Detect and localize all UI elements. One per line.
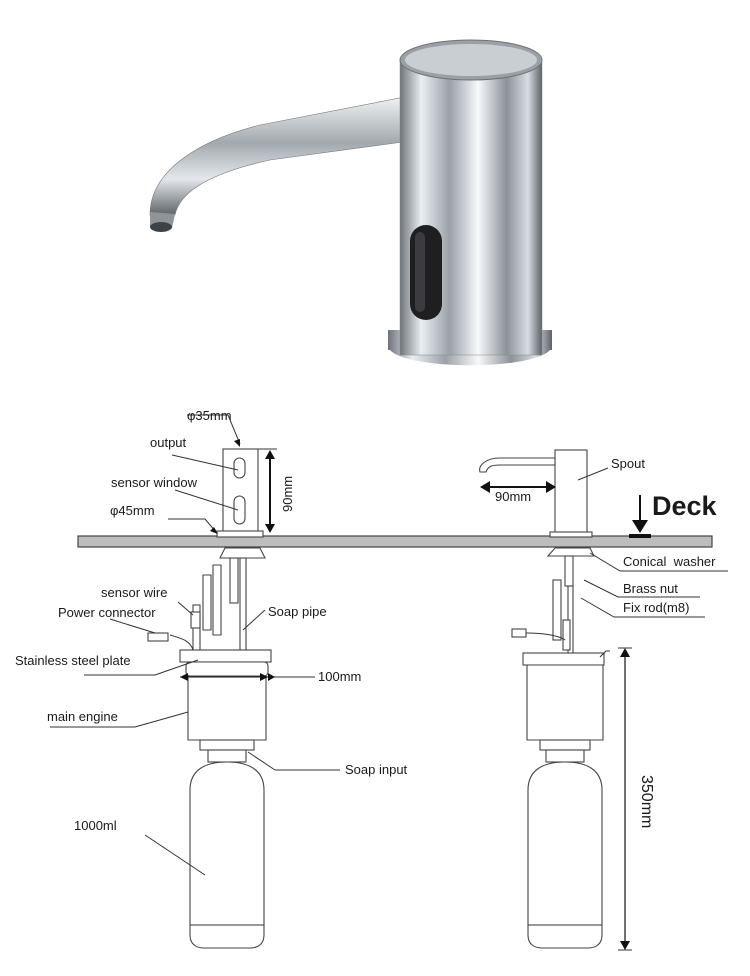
label-deck: Deck bbox=[652, 491, 718, 521]
label-steel-plate: Stainless steel plate bbox=[15, 653, 131, 668]
label-sensor-window: sensor window bbox=[111, 475, 198, 490]
label-bottle: 1000ml bbox=[74, 818, 117, 833]
left-dimensions bbox=[50, 414, 340, 876]
right-under-deck bbox=[511, 547, 610, 949]
deck-plate bbox=[77, 535, 713, 548]
label-output: output bbox=[150, 435, 187, 450]
label-diameter-base: φ45mm bbox=[110, 503, 155, 518]
label-height: 90mm bbox=[280, 476, 295, 512]
label-power-connector: Power connector bbox=[58, 605, 156, 620]
label-soap-pipe: Soap pipe bbox=[268, 604, 327, 619]
label-reach: 90mm bbox=[495, 489, 531, 504]
label-width: 100mm bbox=[318, 669, 361, 684]
label-soap-input: Soap input bbox=[345, 762, 408, 777]
label-main-engine: main engine bbox=[47, 709, 118, 724]
left-dispenser-head bbox=[216, 448, 264, 538]
label-sensor-wire: sensor wire bbox=[101, 585, 167, 600]
label-fix-rod: Fix rod(m8) bbox=[623, 600, 689, 615]
label-diameter-top: φ35mm bbox=[187, 408, 232, 423]
dispenser-photo bbox=[149, 39, 552, 366]
label-spout: Spout bbox=[611, 456, 645, 471]
right-dimensions bbox=[480, 467, 728, 951]
label-conical-washer: Conical washer bbox=[623, 554, 716, 569]
label-brass-nut: Brass nut bbox=[623, 581, 678, 596]
right-dispenser-head bbox=[479, 449, 651, 538]
label-total-height: 350mm bbox=[638, 775, 655, 828]
left-under-deck bbox=[147, 547, 272, 949]
